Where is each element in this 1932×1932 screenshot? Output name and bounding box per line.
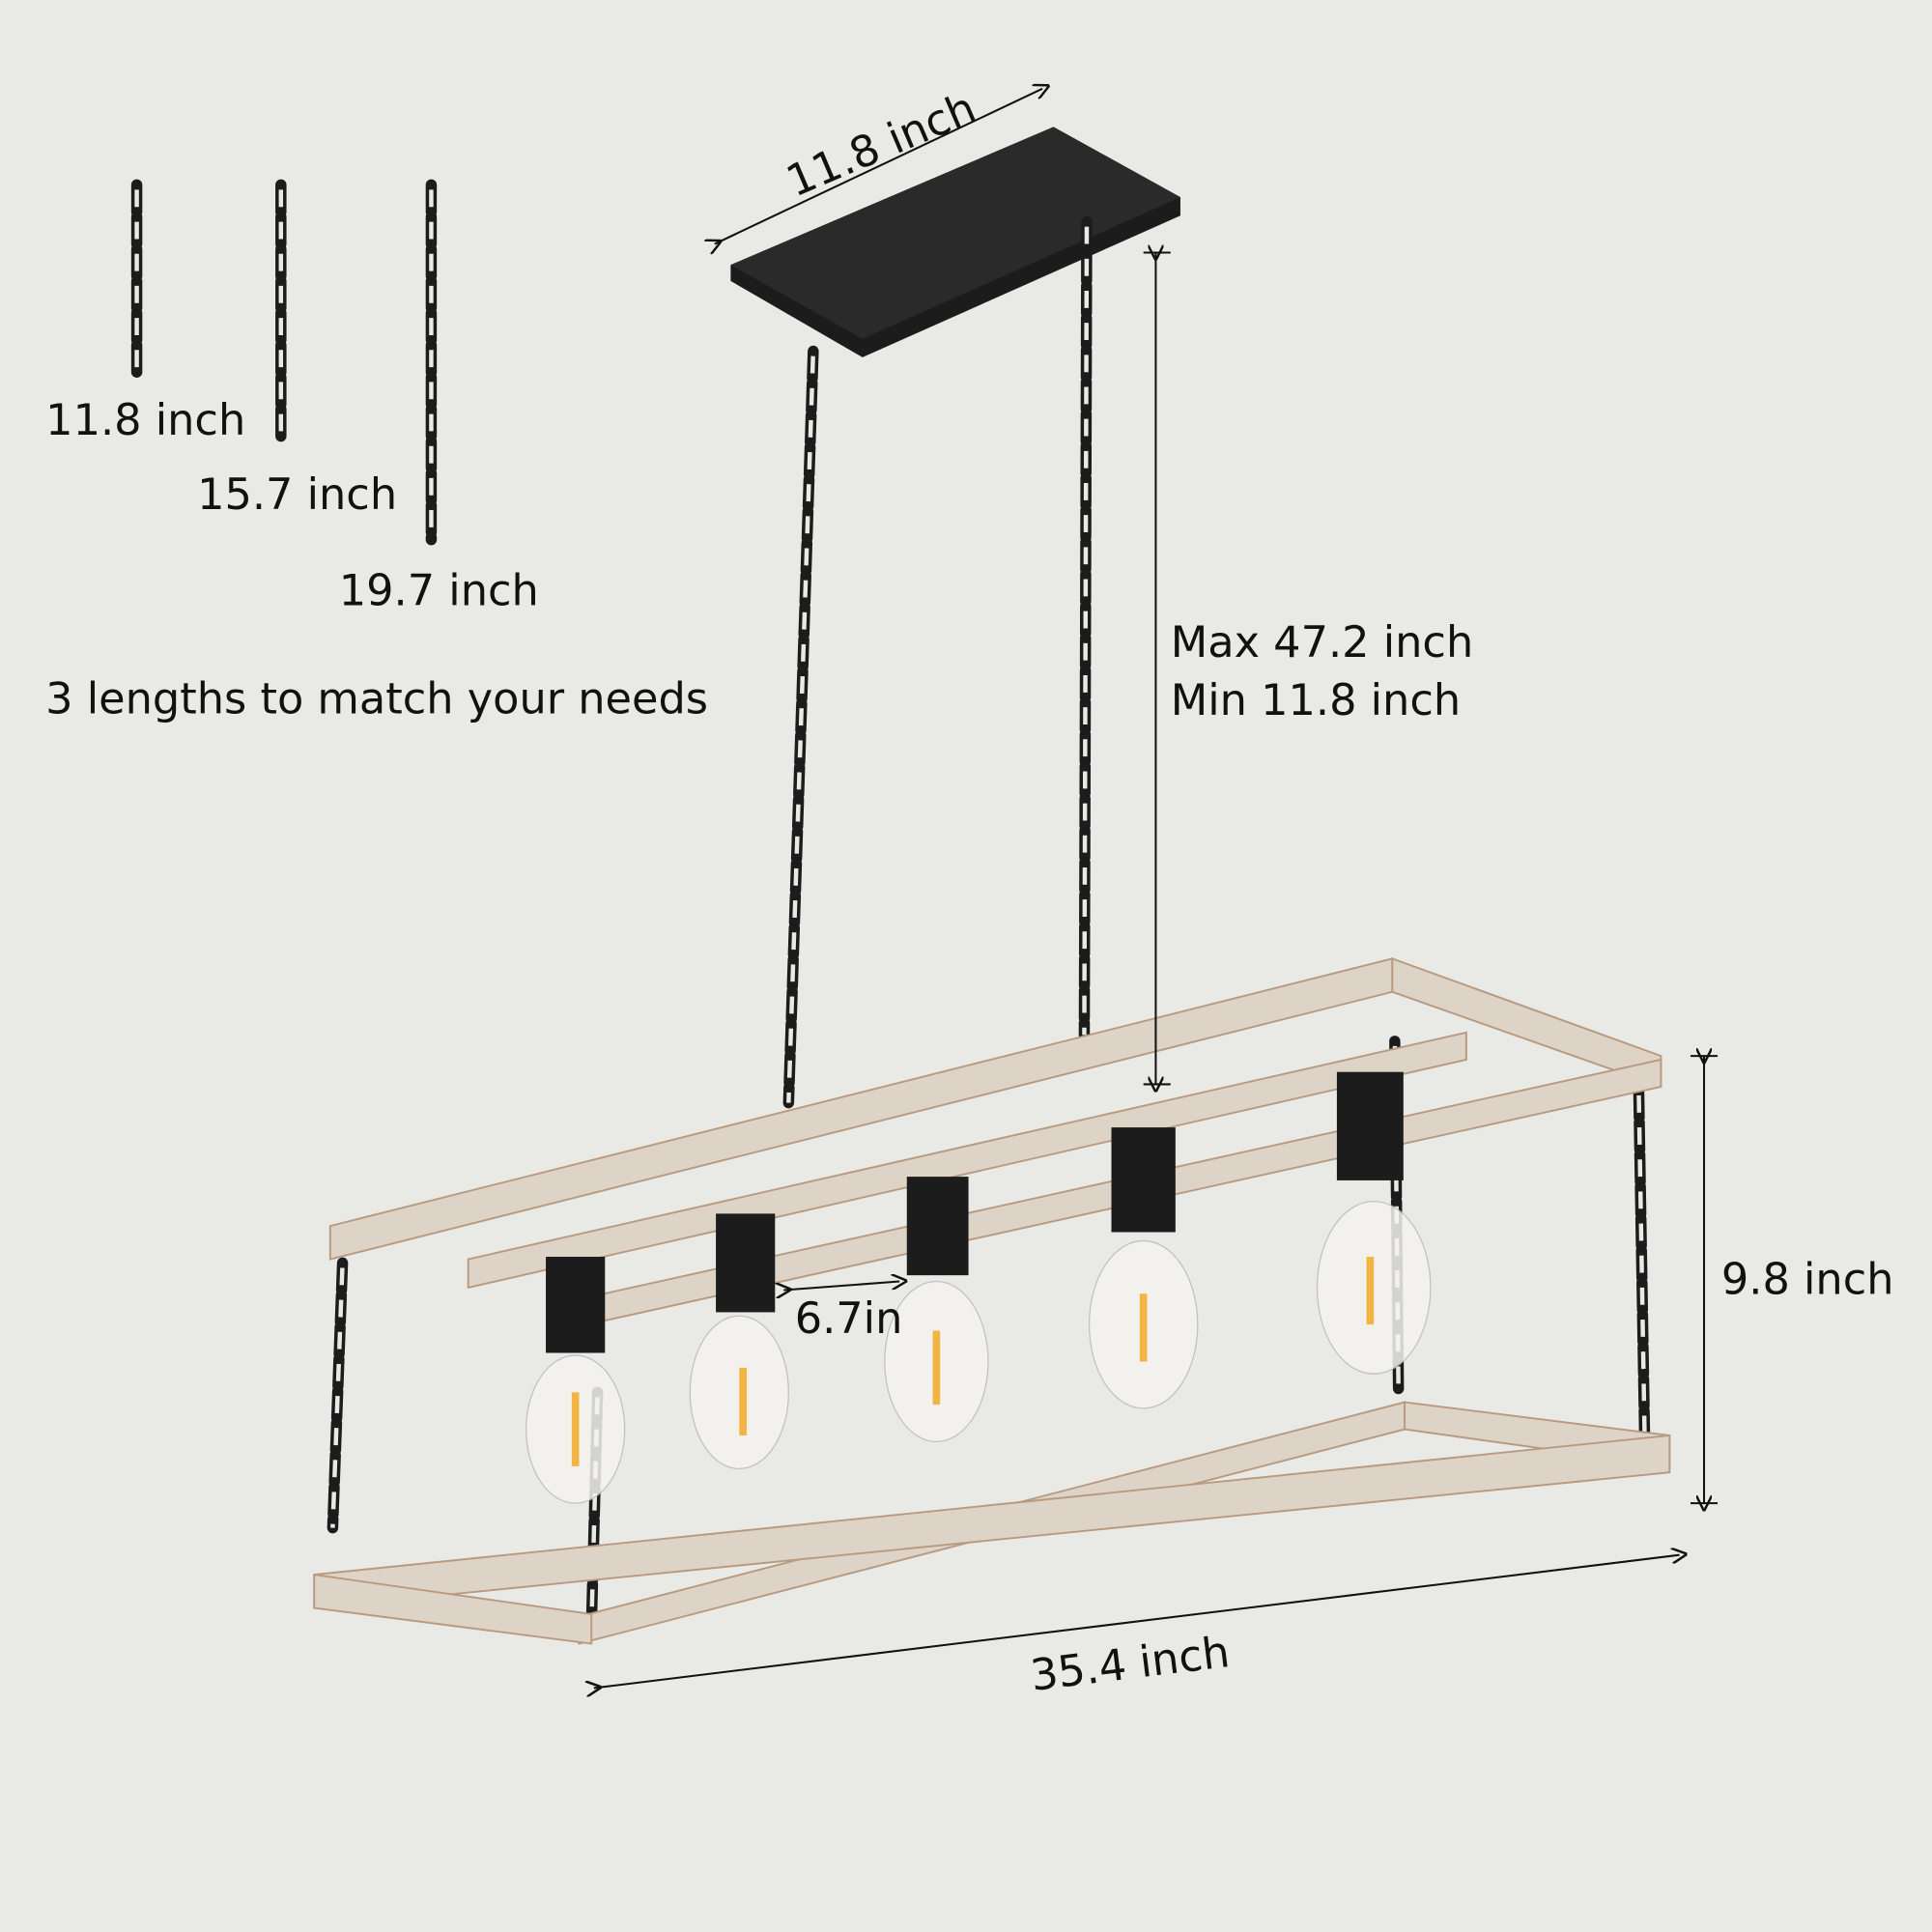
chain-length-2: 15.7 inch (197, 469, 397, 520)
bottom-frame (313, 1401, 1671, 1645)
bulbs (526, 1071, 1432, 1504)
chain-link-gap (1636, 1090, 1648, 1455)
chain-link-gap (786, 351, 816, 1103)
chain-link-gap (1082, 221, 1090, 1036)
chain-length-1: 11.8 inch (45, 395, 245, 445)
chain-length-3: 19.7 inch (339, 565, 539, 615)
drop-max-label: Max 47.2 inch (1171, 617, 1473, 668)
top-frame (328, 956, 1662, 1322)
chain-link-gap (330, 1263, 345, 1528)
chain-caption: 3 lengths to match your needs (45, 674, 708, 724)
dimension-lines (594, 89, 1719, 1689)
drop-min-label: Min 11.8 inch (1171, 675, 1461, 725)
socket-spacing-label: 6.7in (795, 1293, 903, 1344)
frame-length-label: 35.4 inch (1028, 1627, 1233, 1701)
chain-samples (130, 179, 438, 546)
frame-height-label: 9.8 inch (1721, 1254, 1894, 1304)
